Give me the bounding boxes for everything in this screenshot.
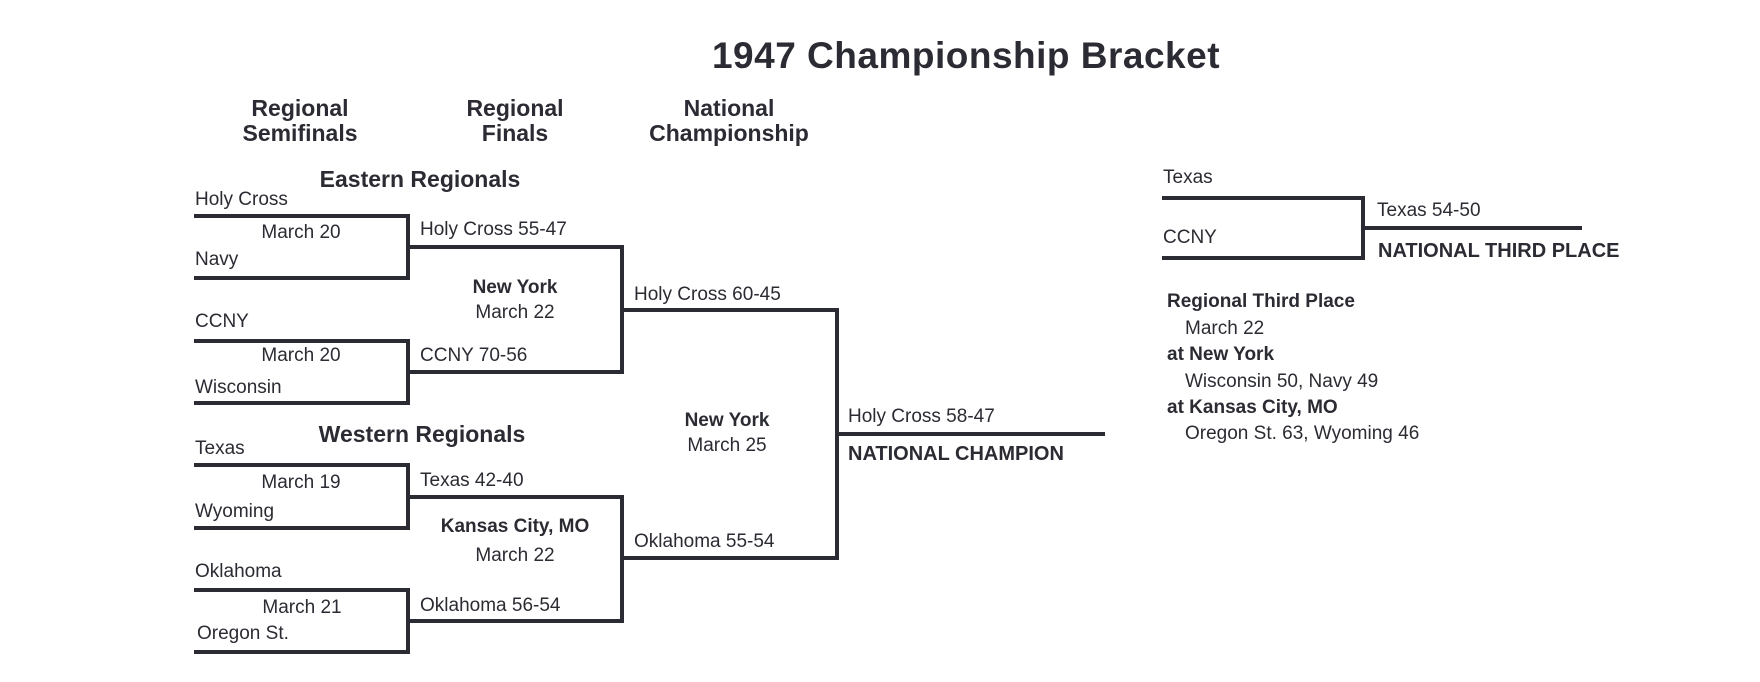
column-header-regional-finals: Regional Finals [466, 96, 563, 146]
west-final-winner: Oklahoma 55-54 [634, 531, 775, 552]
regional-third-place-site2: at Kansas City, MO [1167, 397, 1338, 418]
bracket-line [194, 214, 408, 218]
bracket-line [194, 650, 408, 654]
west-sf1-team1: Texas [195, 438, 245, 459]
east-sf1-winner: Holy Cross 55-47 [420, 219, 567, 240]
national-champion-label: NATIONAL CHAMPION [848, 443, 1064, 465]
bracket-line [194, 588, 408, 592]
east-final-winner: Holy Cross 60-45 [634, 284, 781, 305]
column-header-line: Regional [466, 95, 564, 121]
column-header-national-championship: National Championship [649, 96, 809, 146]
west-final-date: March 22 [475, 545, 555, 566]
west-sf2-team1: Oklahoma [195, 561, 282, 582]
west-sf1-team2: Wyoming [195, 501, 275, 522]
east-sf1-team2: Navy [195, 249, 239, 270]
page-title: 1947 Championship Bracket [711, 35, 1221, 76]
column-header-line: Championship [649, 120, 809, 146]
national-final-winner: Holy Cross 58-47 [848, 406, 995, 427]
bracket-line [1162, 256, 1363, 260]
national-final-site: New York [684, 410, 770, 431]
bracket-line [622, 556, 837, 560]
eastern-regionals-header: Eastern Regionals [319, 166, 521, 192]
regional-third-place-result1: Wisconsin 50, Navy 49 [1185, 371, 1379, 392]
bracket-line [194, 463, 408, 467]
east-sf2-team2: Wisconsin [195, 377, 282, 398]
west-sf2-team2: Oregon St. [197, 623, 289, 644]
bracket-line [194, 401, 408, 405]
national-final-date: March 25 [687, 435, 767, 456]
column-header-line: Semifinals [242, 120, 358, 146]
column-header-regional-semifinals: Regional Semifinals [242, 96, 357, 146]
west-sf2-date: March 21 [262, 597, 342, 618]
regional-third-place-site1: at New York [1167, 344, 1275, 365]
regional-third-place-result2: Oregon St. 63, Wyoming 46 [1185, 423, 1420, 444]
third-place-team1: Texas [1163, 167, 1213, 188]
bracket-line [408, 495, 622, 499]
bracket-line [194, 526, 408, 530]
bracket-line [408, 619, 622, 623]
bracket-line [1363, 226, 1582, 230]
bracket-line [194, 276, 408, 280]
column-header-line: National [683, 95, 775, 121]
west-sf2-winner: Oklahoma 56-54 [420, 595, 561, 616]
bracket-line [194, 339, 408, 343]
west-final-site: Kansas City, MO [440, 516, 590, 537]
bracket-line [408, 245, 622, 249]
third-place-winner: Texas 54-50 [1377, 200, 1481, 221]
west-sf1-winner: Texas 42-40 [420, 470, 524, 491]
east-sf2-date: March 20 [261, 345, 341, 366]
east-sf2-winner: CCNY 70-56 [420, 345, 528, 366]
regional-third-place-title: Regional Third Place [1167, 291, 1355, 312]
east-sf2-team1: CCNY [195, 311, 249, 332]
national-third-place-label: NATIONAL THIRD PLACE [1378, 240, 1620, 262]
regional-third-place-date: March 22 [1185, 318, 1265, 339]
bracket-line [1162, 196, 1363, 200]
bracket-line [408, 370, 622, 374]
east-sf1-team1: Holy Cross [195, 189, 288, 210]
column-header-line: Regional [251, 95, 349, 121]
east-sf1-date: March 20 [261, 222, 341, 243]
western-regionals-header: Western Regionals [318, 421, 526, 447]
east-final-date: March 22 [475, 302, 555, 323]
bracket-line [837, 432, 1105, 436]
column-header-line: Finals [481, 120, 549, 146]
third-place-team2: CCNY [1163, 227, 1217, 248]
west-sf1-date: March 19 [261, 472, 341, 493]
east-final-site: New York [472, 277, 558, 298]
bracket-line [622, 308, 837, 312]
